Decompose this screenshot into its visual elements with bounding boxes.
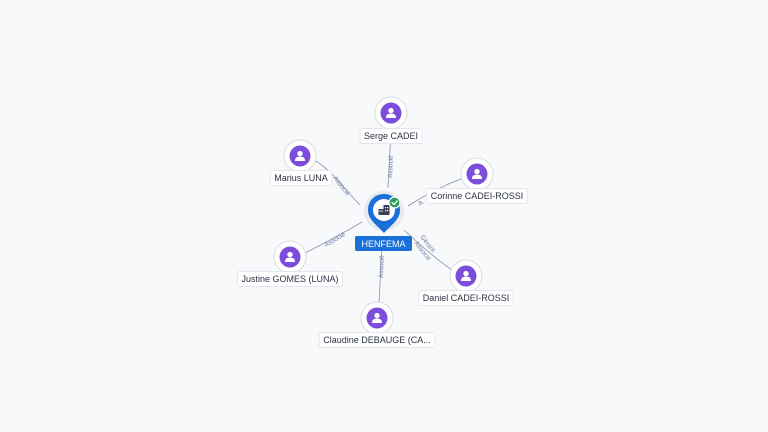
edge-label-serge: Associé: [387, 155, 395, 178]
edge-label-corinne: A: [417, 199, 425, 208]
person-icon: [372, 312, 382, 323]
person-node-marius[interactable]: Marius LUNA: [269, 139, 333, 186]
person-label: Daniel CADEI-ROSSI: [423, 293, 510, 303]
person-icon: [295, 150, 305, 161]
check-badge-icon: [388, 196, 401, 209]
person-label-box: [426, 188, 528, 204]
person-node-justine[interactable]: Justine GOMES (LUNA): [236, 240, 344, 287]
edge-label-claudine: Associé: [378, 255, 386, 278]
person-node-serge[interactable]: Serge CADEI: [359, 96, 423, 144]
person-label-box: [236, 271, 344, 287]
person-label-box: [359, 128, 423, 144]
edge-daniel: [403, 229, 453, 271]
center-label-box: [355, 236, 412, 251]
person-label: Serge CADEI: [364, 131, 418, 141]
center-node[interactable]: HENFEMA: [355, 191, 412, 251]
edge-label-marius: Associé: [331, 175, 351, 198]
person-label: Marius LUNA: [274, 173, 328, 183]
person-node-claudine[interactable]: Claudine DEBAUGE (CA...: [318, 301, 436, 348]
person-icon: [285, 251, 295, 262]
person-label: Claudine DEBAUGE (CA...: [323, 335, 431, 345]
edge-marius: [313, 159, 361, 206]
person-label-box: [269, 170, 333, 186]
center-label: HENFEMA: [361, 239, 405, 249]
person-label-box: [318, 332, 436, 348]
person-nodes: Serge CADEI Marius LUNA Corinne CADEI-ROSS…: [236, 96, 528, 348]
edge-justine: [304, 221, 363, 254]
edge-label-justine: Associé: [324, 231, 348, 249]
person-icon: [386, 107, 396, 118]
person-label: Justine GOMES (LUNA): [241, 274, 338, 284]
person-node-daniel[interactable]: Daniel CADEI-ROSSI: [418, 259, 514, 306]
person-node-corinne[interactable]: Corinne CADEI-ROSSI: [426, 157, 528, 204]
person-icon: [472, 168, 482, 179]
person-icon: [461, 270, 471, 281]
person-label: Corinne CADEI-ROSSI: [431, 191, 524, 201]
person-label-box: [418, 290, 514, 306]
building-icon: [378, 205, 390, 215]
